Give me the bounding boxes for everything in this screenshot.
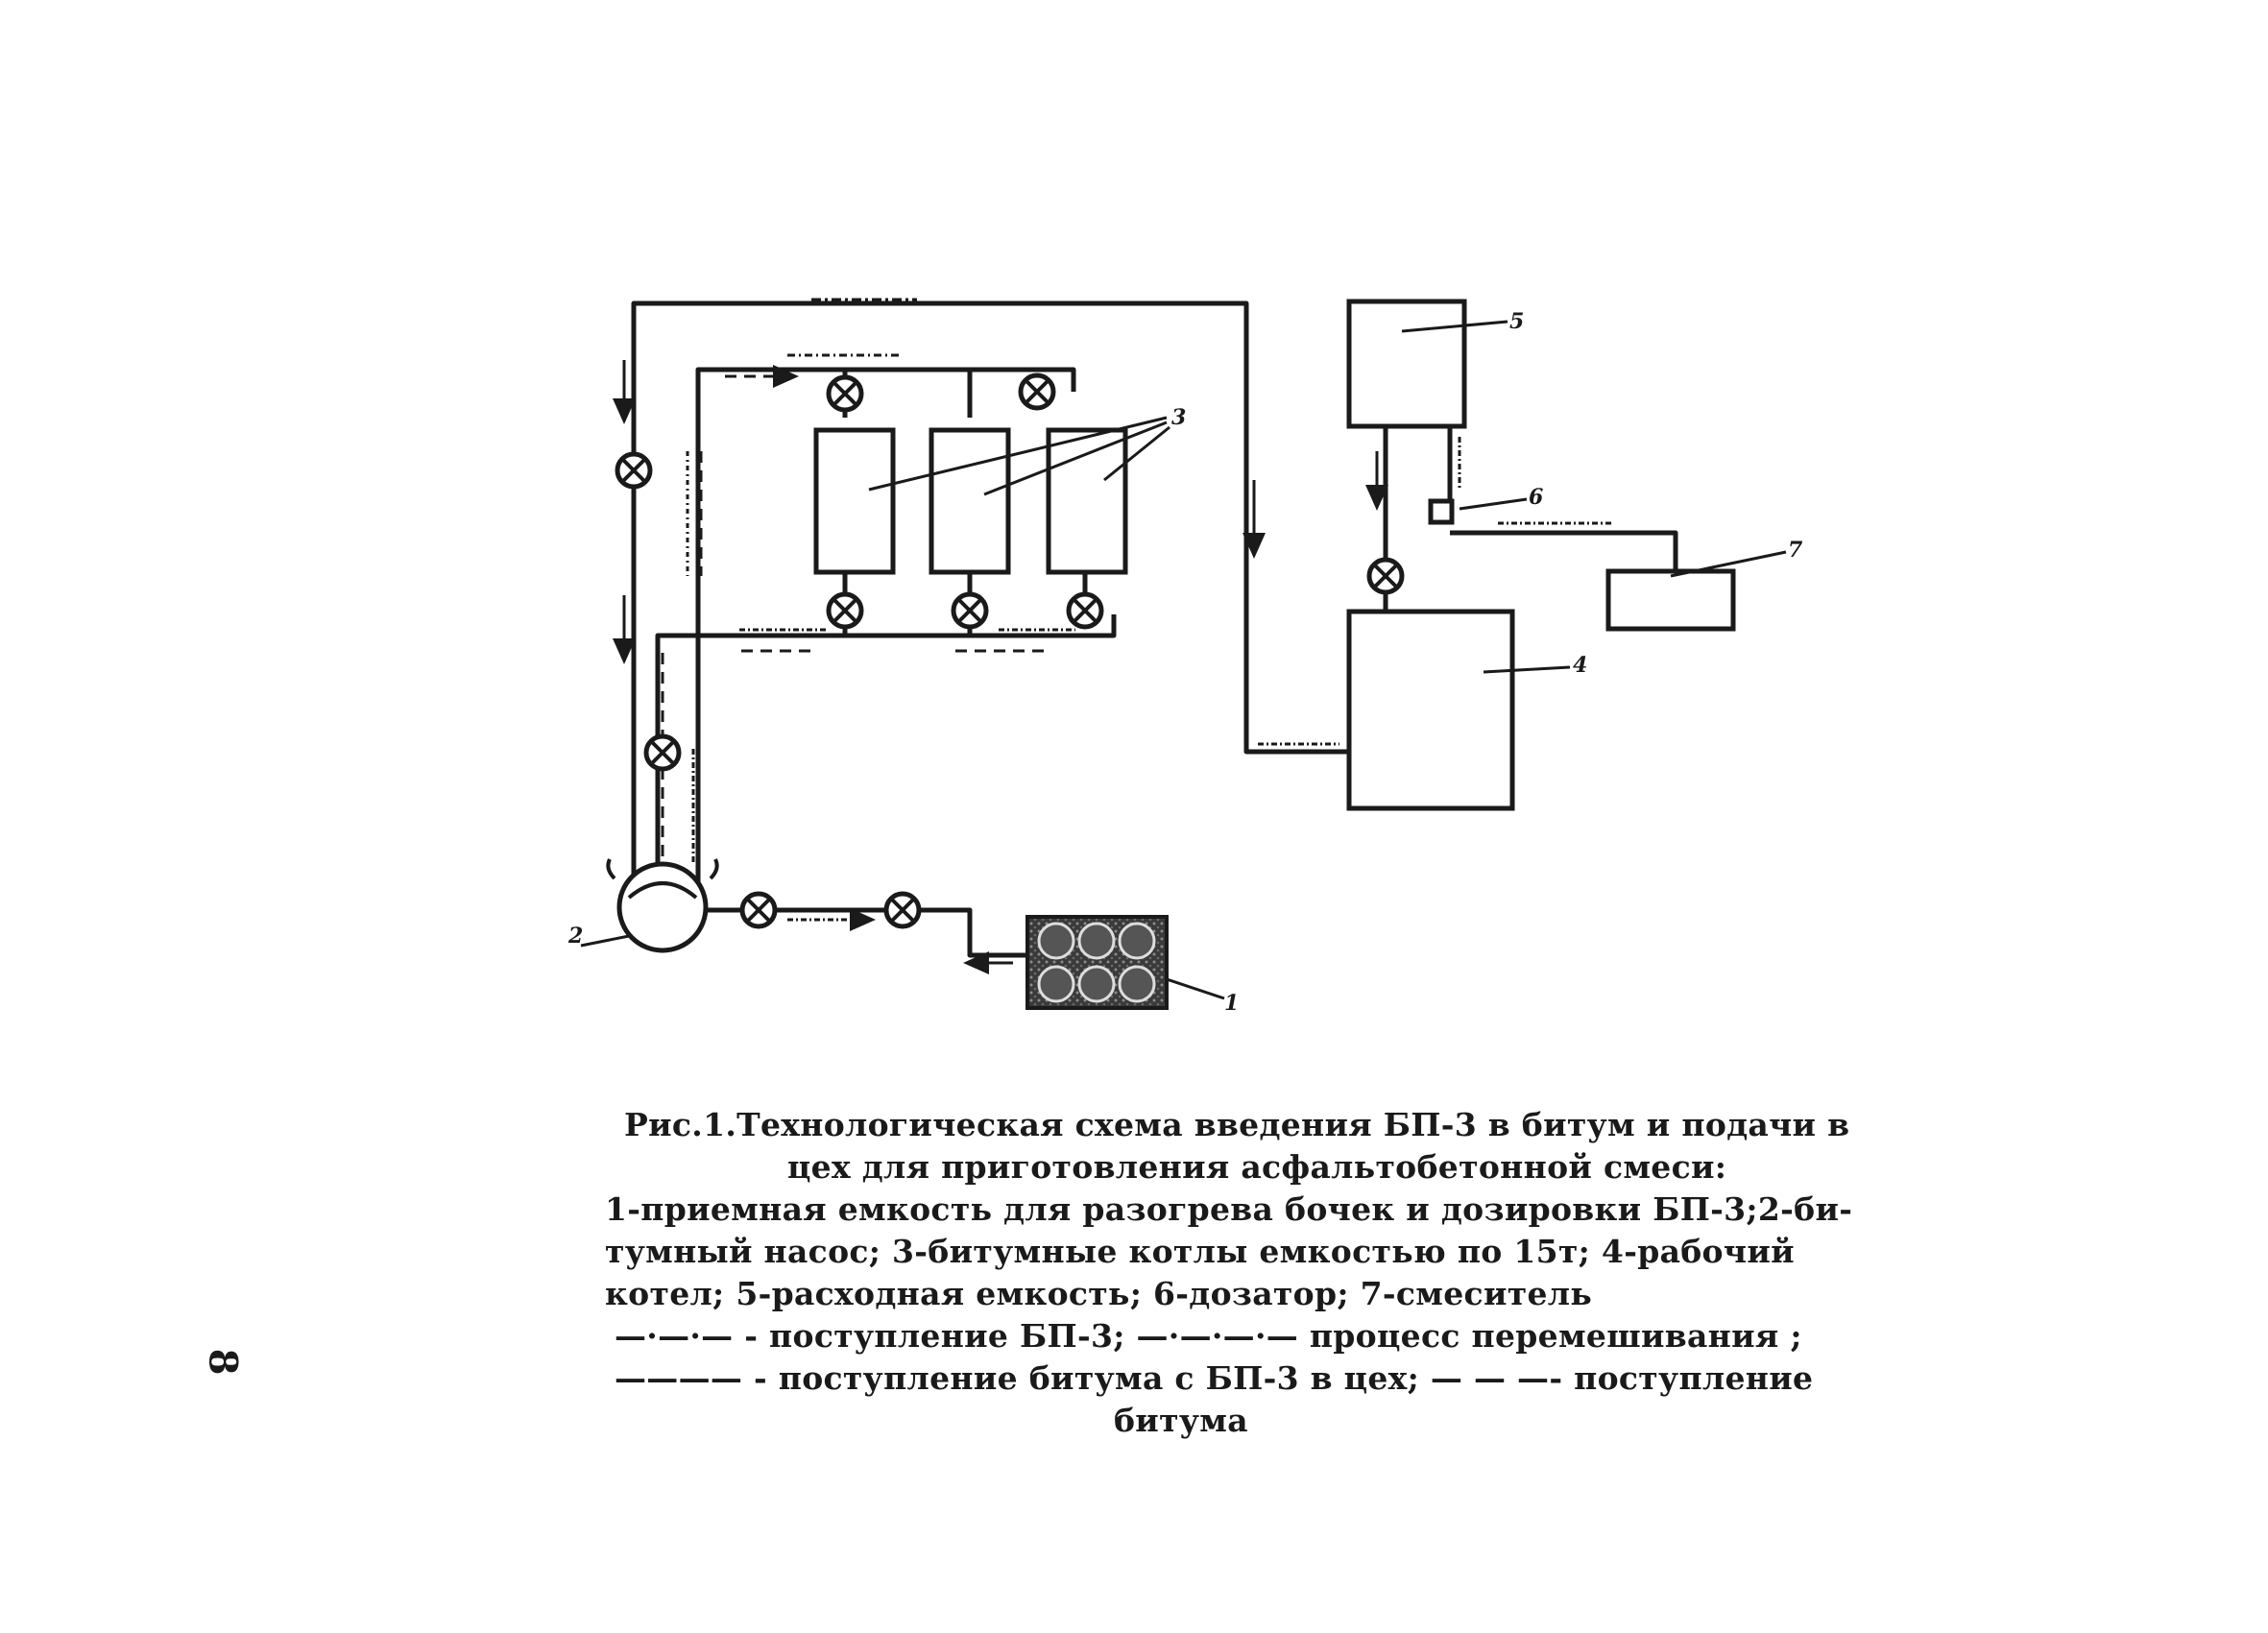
bitumen-boiler: [813, 427, 896, 575]
label-pump: 2: [567, 924, 583, 949]
caption-legend-line: 1-приемная емкость для разогрева бочек и…: [605, 1190, 1853, 1228]
page-number: 8: [200, 1348, 246, 1376]
figure-caption: Рис.1.Технологическая схема введения БП-…: [595, 1104, 1853, 1442]
label-doser: 6: [1529, 485, 1543, 510]
bitumen-boiler: [1046, 427, 1128, 575]
valve-icon: [1021, 375, 1053, 408]
valve-icon: [1069, 594, 1101, 627]
valve-icon: [829, 594, 861, 627]
label-receiver: 1: [1224, 991, 1239, 1016]
label-supply-tank: 5: [1509, 309, 1524, 334]
caption-legend-line: тумный насос; 3-битумные котлы емкостью …: [605, 1233, 1795, 1270]
doser: [1428, 498, 1455, 525]
bitumen-pump: [606, 858, 719, 953]
caption-line-types: ———— - поступление битума с БП-3 в цех; …: [615, 1359, 1814, 1397]
upper-header-pipe: [695, 367, 1076, 926]
suction-pipe: [706, 907, 1027, 958]
valve-icon: [953, 594, 986, 627]
lower-collector-pipe: [655, 614, 1117, 904]
caption-legend-line: котел; 5-расходная емкость; 6-дозатор; 7…: [605, 1275, 1593, 1312]
valve-icon: [829, 377, 861, 410]
receiving-tank: [1025, 915, 1169, 1010]
mixer-pipe: [1450, 530, 1678, 571]
caption-title: Рис.1.Технологическая схема введения БП-…: [624, 1106, 1850, 1143]
label-boilers: 3: [1171, 405, 1186, 430]
valve-icon: [1369, 560, 1402, 592]
work-boiler: [1346, 609, 1515, 811]
caption-title-cont: цех для приготовления асфальтобетонной с…: [787, 1148, 1727, 1186]
valve-icon: [742, 894, 775, 926]
bitumen-boiler: [929, 427, 1011, 575]
label-mixer: 7: [1788, 538, 1803, 563]
valve-icon: [617, 454, 650, 487]
caption-line-types: —·—·— - поступление БП-3; —·—·—·— процес…: [615, 1317, 1802, 1355]
caption-line-types: битума: [1114, 1402, 1248, 1439]
valve-icon: [886, 894, 919, 926]
mixer: [1605, 568, 1736, 632]
supply-tank: [1346, 299, 1467, 429]
process-flow-diagram: 1 2 3 4 5 6 7: [567, 298, 1803, 1016]
main-supply-pipe: [631, 300, 1349, 904]
valve-icon: [646, 736, 679, 769]
label-work-boiler: 4: [1573, 653, 1587, 678]
